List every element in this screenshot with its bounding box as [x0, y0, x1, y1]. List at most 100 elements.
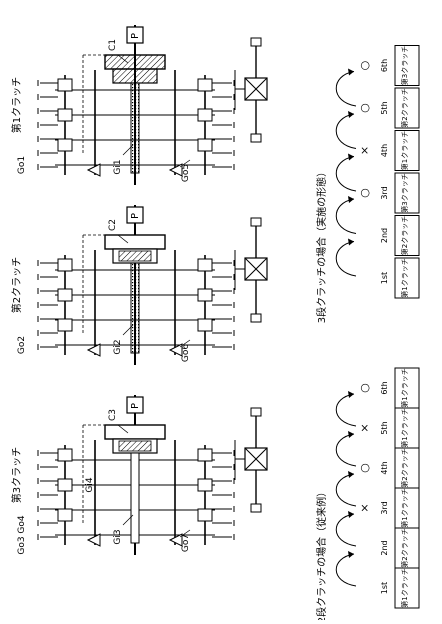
clutch-box-label: 第2クラッチ: [400, 216, 409, 255]
clutch-title: 第1クラッチ: [10, 77, 23, 133]
diagram-line: [179, 159, 191, 168]
diagram-line: [117, 424, 129, 434]
arrow-head: [348, 68, 354, 76]
gear-step-label: 6th: [380, 59, 389, 72]
shift-mark: ○: [358, 463, 371, 473]
clutch-label: C3: [108, 409, 118, 421]
shift-mark: ×: [358, 423, 371, 432]
gear-step-label: 6th: [380, 381, 389, 394]
arrow-head: [348, 431, 354, 438]
left-gear-label: Go3 Go4: [17, 515, 27, 555]
shift-arrow: [335, 156, 357, 192]
pump-label: P: [130, 33, 141, 39]
gear-block: [57, 258, 73, 272]
gear-step-label: 3rd: [380, 501, 389, 514]
gear-block: [57, 108, 73, 122]
diagram-line: [179, 339, 191, 348]
clutch-box: [394, 87, 420, 129]
gear-block: [57, 78, 73, 92]
diagram-line: [122, 324, 134, 336]
gear-block: [197, 108, 213, 122]
clutch-sleeve: [130, 452, 140, 544]
shift-arrow: [335, 393, 357, 427]
synchro-cone: [168, 343, 183, 357]
diagram-line: [117, 54, 129, 64]
gear-step-label: 1st: [380, 272, 389, 284]
diagram-line: [244, 447, 268, 471]
shift-arrow: [335, 433, 357, 467]
inner-gear-label: Gi3: [113, 529, 123, 544]
gear-block: [197, 318, 213, 332]
gear-block: [197, 138, 213, 152]
clutch-box-label: 第1クラッチ: [400, 568, 409, 607]
shift-arrow: [335, 553, 357, 587]
clutch-sleeve: [130, 82, 140, 174]
shift-mark: ○: [358, 383, 371, 393]
gear-step-label: 1st: [380, 582, 389, 594]
clutch-box: [394, 45, 420, 86]
gear-step-label: 4th: [380, 144, 389, 157]
gear-step-label: 5th: [380, 101, 389, 114]
clutch-title: 第3クラッチ: [10, 447, 23, 503]
wheel-icon: [250, 313, 262, 323]
clutch-box-label: 第2クラッチ: [400, 88, 409, 127]
diagram-line: [117, 234, 129, 244]
clutch-box-label: 第1クラッチ: [400, 408, 409, 447]
diagram-line: [244, 257, 268, 281]
synchro-cone: [86, 163, 101, 177]
arrow-head: [348, 238, 354, 246]
clutch-pack: [118, 440, 152, 452]
shift-mark: ○: [358, 61, 371, 71]
shift-mark: ○: [358, 188, 371, 198]
clutch-box-label: 第1クラッチ: [400, 258, 409, 297]
shift-arrow: [335, 71, 357, 107]
clutch-label: C1: [108, 39, 118, 51]
gear-block: [57, 138, 73, 152]
clutch-title: 第2クラッチ: [10, 257, 23, 313]
gear-block: [197, 258, 213, 272]
right-gear-label: Go7: [181, 534, 191, 552]
clutch-housing: [104, 424, 166, 440]
gear-block: [57, 478, 73, 492]
gear-step-label: 4th: [380, 461, 389, 474]
clutch-box-label: 第2クラッチ: [400, 448, 409, 487]
clutch-sleeve: [130, 262, 140, 354]
shift-arrow: [335, 198, 357, 234]
clutch-label: C2: [108, 219, 118, 231]
clutch-box-label: 第3クラッチ: [400, 173, 409, 212]
gear-block: [197, 508, 213, 522]
wheel-icon: [250, 37, 262, 47]
clutch-box: [394, 215, 420, 256]
clutch-box: [394, 367, 420, 409]
pump-label: P: [130, 403, 141, 409]
clutch-pack: [118, 250, 152, 262]
shift-arrow: [335, 473, 357, 507]
right-gear-label: Go5: [181, 164, 191, 182]
arrow-head: [348, 511, 354, 518]
gear-block: [197, 448, 213, 462]
inner-gear-label: Gi2: [113, 339, 123, 354]
synchro-cone: [168, 533, 183, 547]
wheel-icon: [250, 503, 262, 513]
sequence-2: 3段クラッチの場合（実施の形態）第1クラッチ1st第2クラッチ2nd第3クラッチ…: [315, 45, 420, 323]
shift-mark: ○: [358, 103, 371, 113]
clutch-box-label: 第1クラッチ: [400, 131, 409, 170]
arrow-head: [348, 111, 354, 118]
clutch-box-label: 第3クラッチ: [400, 46, 409, 85]
sequence-1: 2段クラッチの場合（従来例）第1クラッチ1st第2クラッチ2nd第1クラッチ3r…: [315, 367, 420, 623]
sequence-title: 2段クラッチの場合（従来例）: [315, 487, 328, 620]
diagram-line: [122, 514, 134, 526]
diagram-line: [179, 529, 191, 538]
arrow-head: [348, 391, 354, 398]
shift-mark: ×: [358, 146, 371, 155]
gear-block: [197, 78, 213, 92]
left-gear-label: Go2: [17, 336, 27, 354]
diagram-line: [122, 144, 134, 156]
wheel-icon: [250, 217, 262, 227]
right-gear-label: Go6: [181, 344, 191, 362]
gear-step-label: 3rd: [380, 186, 389, 199]
extra-gear-label: Gi4: [85, 477, 95, 492]
gear-step-label: 5th: [380, 421, 389, 434]
